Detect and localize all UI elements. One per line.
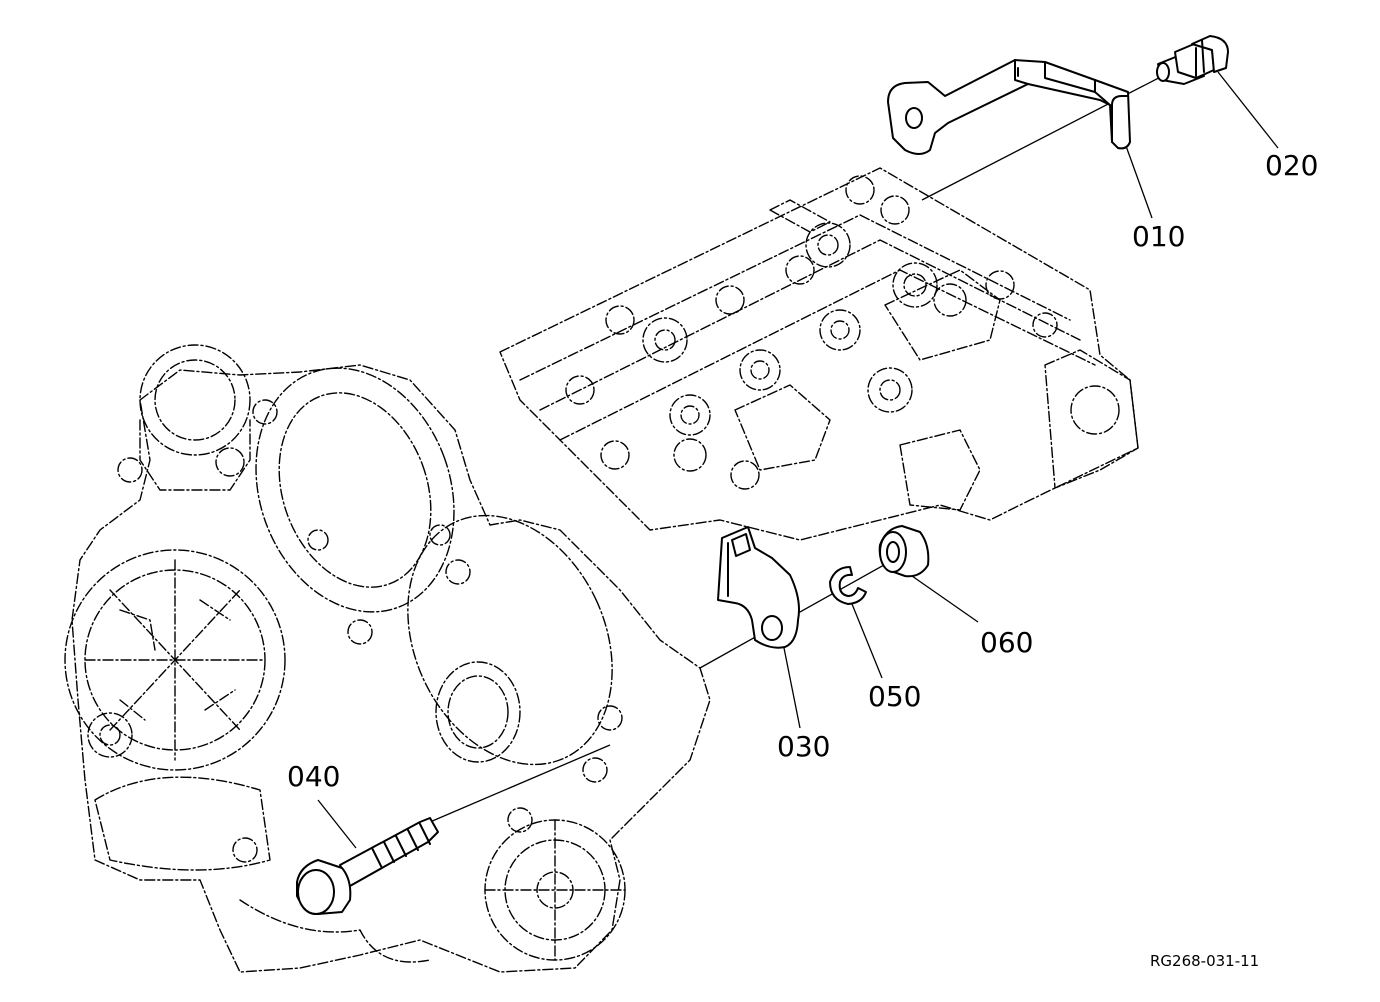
callout-labels: 010 020 030 040 050 060 <box>287 149 1318 793</box>
callout-030[interactable]: 030 <box>777 730 830 763</box>
nut-part-060[interactable] <box>878 525 930 578</box>
explosion-axis-lines <box>429 67 1179 823</box>
spring-washer-part-050[interactable] <box>829 566 867 605</box>
engine-cylinder-head-ghost <box>499 167 1139 541</box>
callout-010[interactable]: 010 <box>1132 220 1185 253</box>
stay-plate-part-030[interactable] <box>717 526 800 649</box>
callout-020[interactable]: 020 <box>1265 149 1318 182</box>
figure-reference-code: RG268-031-11 <box>1150 952 1259 970</box>
callout-050[interactable]: 050 <box>868 680 921 713</box>
long-bolt-part-040[interactable] <box>296 817 439 915</box>
bolt-part-020[interactable] <box>1156 35 1229 85</box>
bracket-part-010[interactable] <box>887 59 1131 155</box>
callout-060[interactable]: 060 <box>980 626 1033 659</box>
engine-gear-case-ghost <box>64 344 711 973</box>
leader-lines <box>317 71 1279 849</box>
callout-040[interactable]: 040 <box>287 760 340 793</box>
